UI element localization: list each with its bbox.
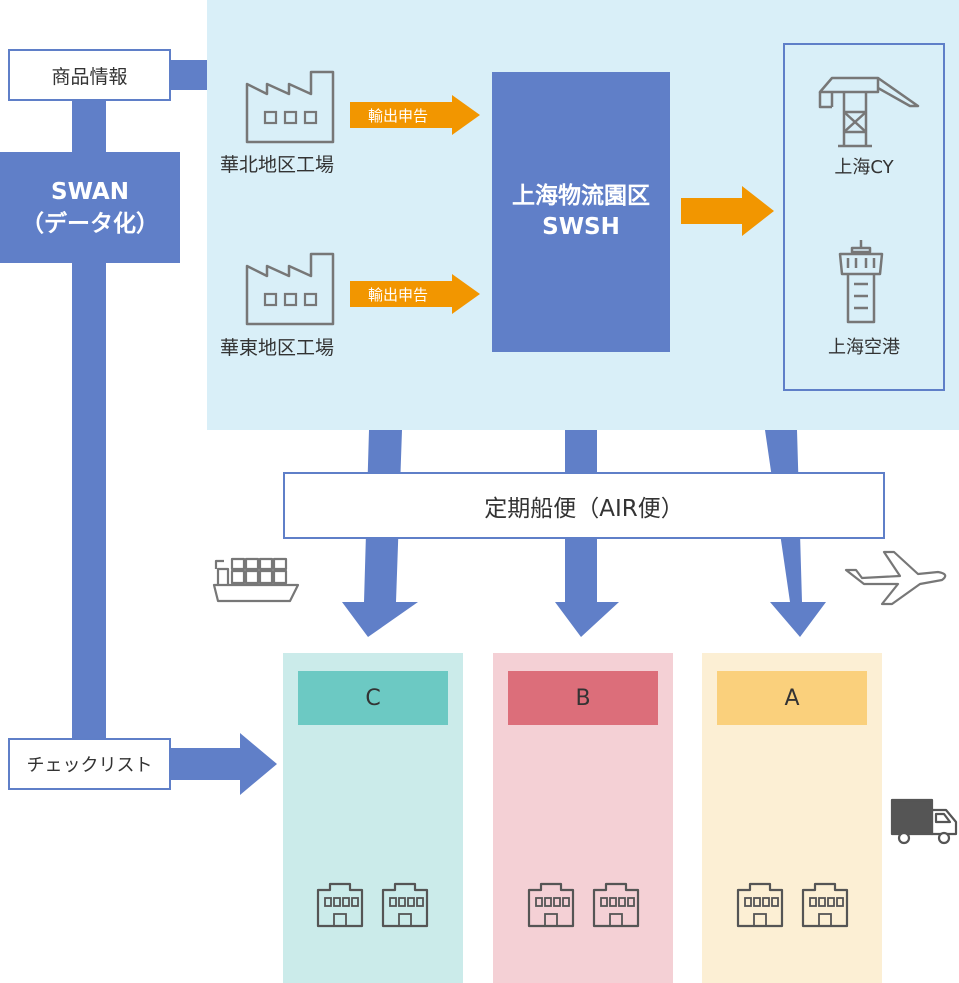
airplane-icon <box>844 550 947 606</box>
building-icon <box>381 882 429 928</box>
shanghai-logistics-park: 上海物流園区 SWSH <box>492 72 670 352</box>
gantry-crane-icon <box>818 76 920 148</box>
hub-to-destination-arrow <box>681 186 774 236</box>
checklist-arrow <box>171 733 277 795</box>
swan-subtitle: （データ化） <box>21 210 159 237</box>
hub-code: SWSH <box>542 214 620 240</box>
hub-title: 上海物流園区 <box>512 183 650 209</box>
shanghai-cy-label: 上海CY <box>834 157 894 178</box>
export-declaration-arrow: 輸出申告 <box>350 95 480 135</box>
factory-east-label: 華東地区工場 <box>220 337 335 359</box>
shanghai-airport-label: 上海空港 <box>828 337 900 358</box>
export-declaration-arrow: 輸出申告 <box>350 274 480 314</box>
receiver-b-header: B <box>508 671 658 725</box>
swan-box: SWAN （データ化） <box>0 152 180 263</box>
scheduled-shipping-label: 定期船便（AIR便） <box>283 472 885 539</box>
receiver-zone-c: C <box>283 653 463 983</box>
swan-title: SWAN <box>51 178 129 205</box>
factory-icon <box>245 70 335 144</box>
receiver-zone-b: B <box>493 653 673 983</box>
receiver-c-header: C <box>298 671 448 725</box>
factory-north-label: 華北地区工場 <box>220 154 335 176</box>
export-declaration-label: 輸出申告 <box>368 285 429 304</box>
cargo-ship-icon <box>212 557 300 603</box>
destination-box <box>783 43 945 391</box>
control-tower-icon <box>838 240 884 324</box>
factory-icon <box>245 252 335 326</box>
building-icon <box>316 882 364 928</box>
truck-icon <box>890 798 958 845</box>
building-icon <box>801 882 849 928</box>
checklist-label: チェックリスト <box>8 738 171 790</box>
receiver-zone-a: A <box>702 653 882 983</box>
product-info-connector <box>171 60 207 90</box>
building-icon <box>527 882 575 928</box>
building-icon <box>736 882 784 928</box>
product-info-label: 商品情報 <box>8 49 171 101</box>
receiver-a-header: A <box>717 671 867 725</box>
export-declaration-label: 輸出申告 <box>368 106 429 125</box>
building-icon <box>592 882 640 928</box>
